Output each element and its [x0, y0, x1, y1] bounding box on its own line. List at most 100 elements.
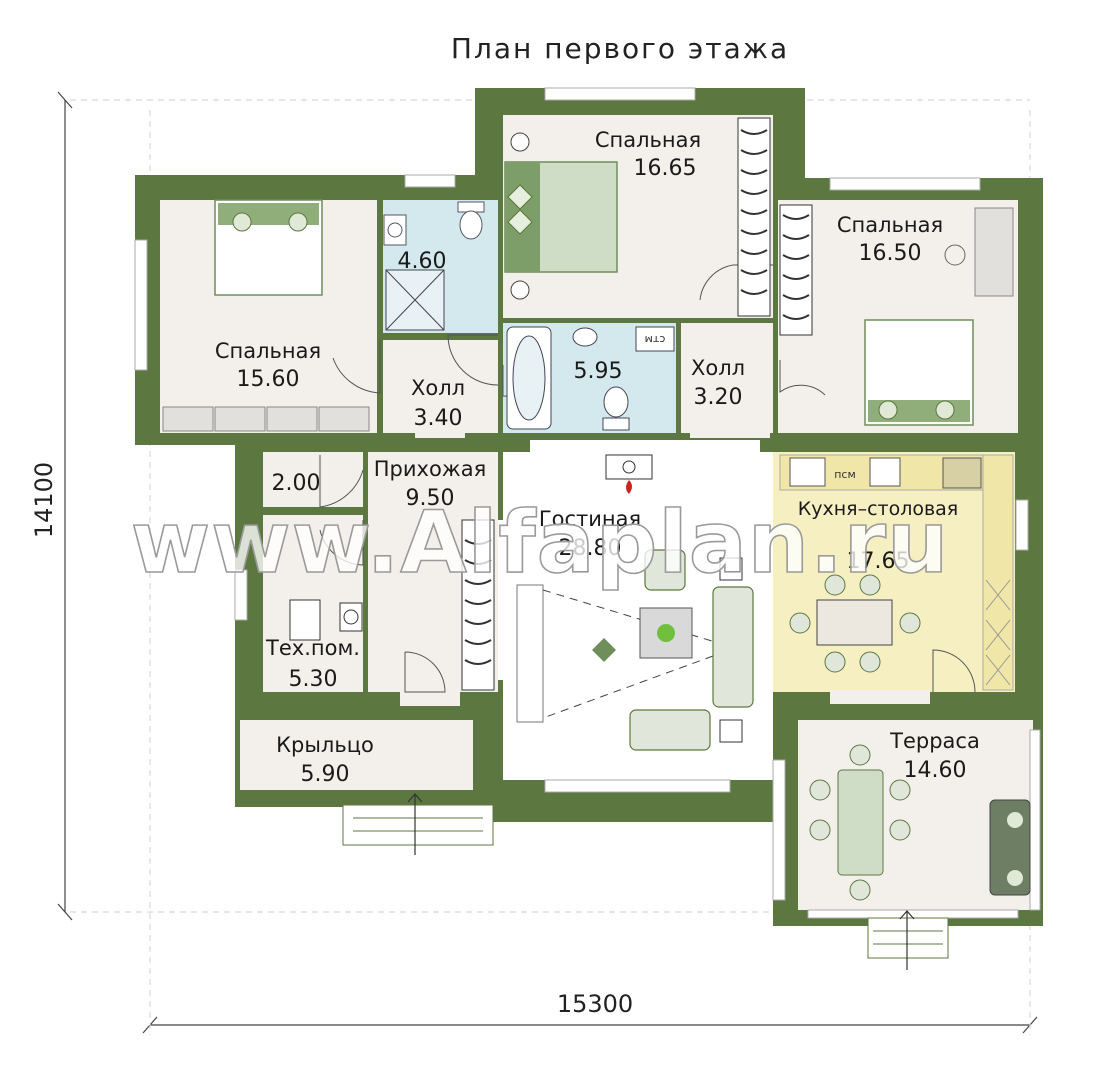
- plan-title: План первого этажа: [451, 32, 789, 65]
- window: [544, 779, 731, 793]
- bathtub-icon: [506, 326, 552, 430]
- width-dimension: 15300: [557, 990, 633, 1018]
- window: [772, 759, 786, 901]
- room-area: 2.00: [272, 471, 321, 496]
- door-swing-icon: [779, 360, 826, 396]
- wardrobe-icon: [779, 204, 813, 336]
- sink-icon: [383, 214, 407, 246]
- kitchen-counter: псм: [779, 454, 1014, 691]
- desk-icon: [944, 207, 1014, 297]
- room-area: 15.60: [237, 367, 300, 392]
- room-area: 14.60: [904, 758, 967, 783]
- toilet-icon: [457, 201, 485, 240]
- porch-steps: [342, 804, 494, 846]
- openings: [400, 430, 930, 706]
- coffee-table-icon: [592, 557, 743, 743]
- floor-hall-1: [383, 340, 498, 433]
- room-name: Спальная: [837, 213, 943, 237]
- bed-icon: [214, 199, 323, 296]
- side-table-icon: [719, 719, 743, 743]
- room-area: 17.65: [847, 549, 910, 574]
- room-name: Терраса: [889, 729, 980, 753]
- chair-icon: [944, 244, 966, 266]
- floor-porch: [240, 720, 473, 790]
- sofa-icon: [629, 549, 754, 751]
- chair-icon: [789, 612, 811, 634]
- chair-icon: [889, 819, 911, 841]
- room-name: Прихожая: [374, 457, 486, 481]
- chair-icon: [849, 744, 871, 766]
- chair-icon: [809, 819, 831, 841]
- steps: [342, 804, 949, 959]
- tv-stand-icon: [516, 584, 544, 723]
- room-name: Тех.пом.: [265, 636, 360, 660]
- window: [829, 177, 981, 191]
- lamp-icon: [510, 280, 530, 300]
- room-labels: Спальная 15.60 4.60 Спальная 16.65 Спаль…: [215, 128, 980, 787]
- entrance-arrows: [407, 793, 915, 970]
- room-area: 3.20: [694, 385, 743, 410]
- door-swing-icon: [319, 455, 364, 508]
- entrance-arrow-icon: [407, 793, 423, 803]
- room-name: Кухня–столовая: [798, 498, 959, 520]
- floor-hall-2: [681, 323, 773, 433]
- room-area: 3.40: [414, 406, 463, 431]
- entrance-arrow-icon: [899, 910, 915, 920]
- window: [234, 569, 248, 621]
- room-area: 5.95: [574, 359, 623, 384]
- room-area: 5.30: [289, 667, 338, 692]
- room-area: 4.60: [398, 249, 447, 274]
- washer-label: стм: [645, 333, 666, 346]
- room-area: 16.50: [859, 241, 922, 266]
- pouf-icon: [592, 638, 616, 662]
- bed-icon: [864, 319, 974, 426]
- shower-icon: [385, 269, 445, 331]
- window: [1015, 499, 1029, 551]
- room-name: Холл: [411, 376, 465, 400]
- stove-icon: [942, 457, 982, 489]
- window: [1029, 729, 1041, 911]
- dining-table-icon: [789, 574, 921, 673]
- chair-icon: [859, 574, 881, 596]
- room-name: Крыльцо: [276, 733, 374, 757]
- plant-icon: [657, 624, 675, 642]
- lamp-icon: [510, 132, 530, 152]
- dishwasher-label: псм: [834, 468, 856, 481]
- chair-icon: [824, 651, 846, 673]
- height-dimension: 14100: [30, 462, 58, 538]
- room-name: Спальная: [595, 128, 701, 152]
- chair-icon: [824, 574, 846, 596]
- chair-icon: [899, 612, 921, 634]
- watermark: www.Alfaplan.ru: [131, 493, 950, 593]
- windows: [134, 87, 1041, 919]
- window: [807, 909, 1019, 919]
- side-table-icon: [719, 557, 743, 581]
- toilet-icon: [602, 386, 630, 431]
- terrace-table-icon: [809, 744, 911, 901]
- bed-icon: [504, 132, 618, 300]
- window: [134, 239, 148, 371]
- room-area: 28.80: [559, 536, 622, 561]
- door-swing-icon: [447, 334, 499, 386]
- wardrobe-icon: [461, 519, 495, 691]
- chair-icon: [859, 651, 881, 673]
- room-area: 9.50: [406, 486, 455, 511]
- door-swing-icon: [332, 340, 381, 394]
- sink-icon: [869, 457, 901, 487]
- door-swings: [319, 264, 976, 693]
- terrace-steps: [867, 917, 949, 959]
- terrace-sofa-icon: [989, 799, 1031, 896]
- chair-icon: [809, 779, 831, 801]
- door-swing-icon: [319, 520, 364, 566]
- sink-icon: [572, 327, 598, 347]
- window: [544, 87, 696, 101]
- boiler-icon: [289, 599, 363, 641]
- room-name: Гостиная: [539, 507, 641, 531]
- room-area: 5.90: [301, 762, 350, 787]
- door-swing-icon: [404, 651, 446, 693]
- door-swing-icon: [932, 649, 976, 693]
- wardrobe-icon: [162, 406, 370, 432]
- fireplace-icon: [605, 454, 653, 494]
